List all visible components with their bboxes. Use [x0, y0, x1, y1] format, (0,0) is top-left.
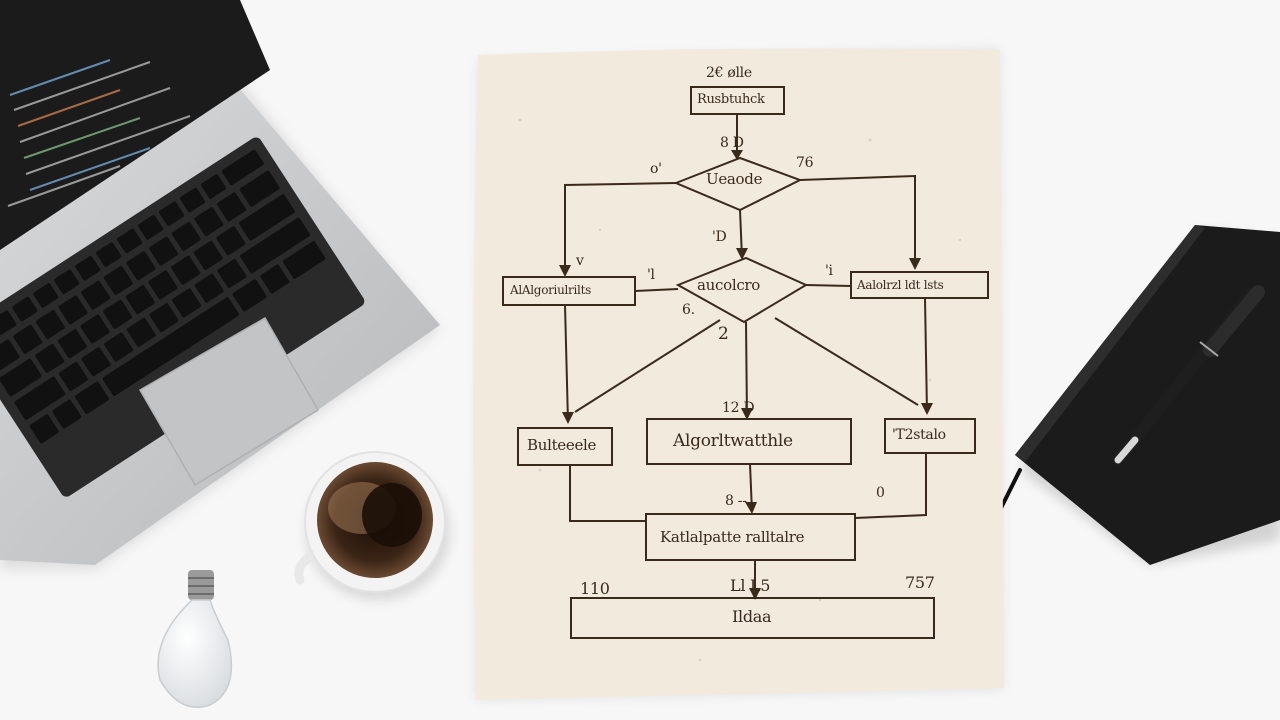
right-note-3: 0: [876, 485, 885, 501]
left-box-2-shape: [517, 427, 613, 466]
end-box-label: Ildaa: [732, 607, 772, 626]
center-box-2-label: Algorltwatthle: [673, 431, 793, 451]
merge-box-shape: [645, 513, 856, 561]
decision-2-below-note: 2: [718, 324, 729, 344]
left-box-label: AlAlgoriulrilts: [510, 283, 591, 297]
right-box-2-label: 'T2stalo: [892, 427, 946, 443]
coffee-cup: [294, 451, 450, 600]
header-note: 2€ ølle: [706, 65, 752, 81]
light-bulb: [157, 570, 233, 708]
keyboard: [0, 137, 365, 497]
left-arrow-note: v: [576, 253, 584, 269]
right-note-4: 757: [905, 573, 935, 592]
center-note-3: 8 --: [725, 493, 747, 509]
left-side-note: 'l: [647, 267, 655, 283]
merge-box-label: Katlalpatte ralltalre: [660, 528, 805, 546]
left-note-1: o': [650, 161, 662, 177]
left-note-4: 110: [580, 579, 610, 598]
right-note-1: 76: [796, 155, 814, 171]
right-side-note: 'i: [825, 263, 833, 279]
start-box-label: Rusbtuhck: [697, 92, 765, 107]
trackpad: [138, 316, 320, 487]
laptop: [0, 0, 440, 570]
left-box-2-label: Bulteeele: [527, 436, 597, 454]
center-note-4: Ll L5: [730, 576, 771, 595]
code-lines: [7, 59, 191, 207]
right-box-2-shape: [884, 418, 976, 454]
center-note-2: 12 D: [722, 400, 755, 416]
end-box-shape: [570, 597, 935, 639]
center-box-2-shape: [646, 418, 852, 465]
decision-1-label: Ueaode: [706, 170, 763, 188]
notebook: [983, 225, 1280, 565]
arrow-note-1: 8 D: [720, 135, 744, 151]
flowchart-shapes: [502, 86, 989, 639]
laptop-screen: [0, 0, 270, 250]
flowchart-arrowheads: [559, 150, 933, 600]
mid-note-1: 'D: [712, 229, 727, 245]
pen: [1112, 285, 1265, 466]
flowchart-paper: [473, 48, 1004, 701]
decision-2-label: aucolcro: [697, 276, 761, 294]
right-box-label: Aalolrzl ldt lsts: [857, 278, 944, 292]
decision-2-left-note: 6.: [682, 302, 695, 318]
